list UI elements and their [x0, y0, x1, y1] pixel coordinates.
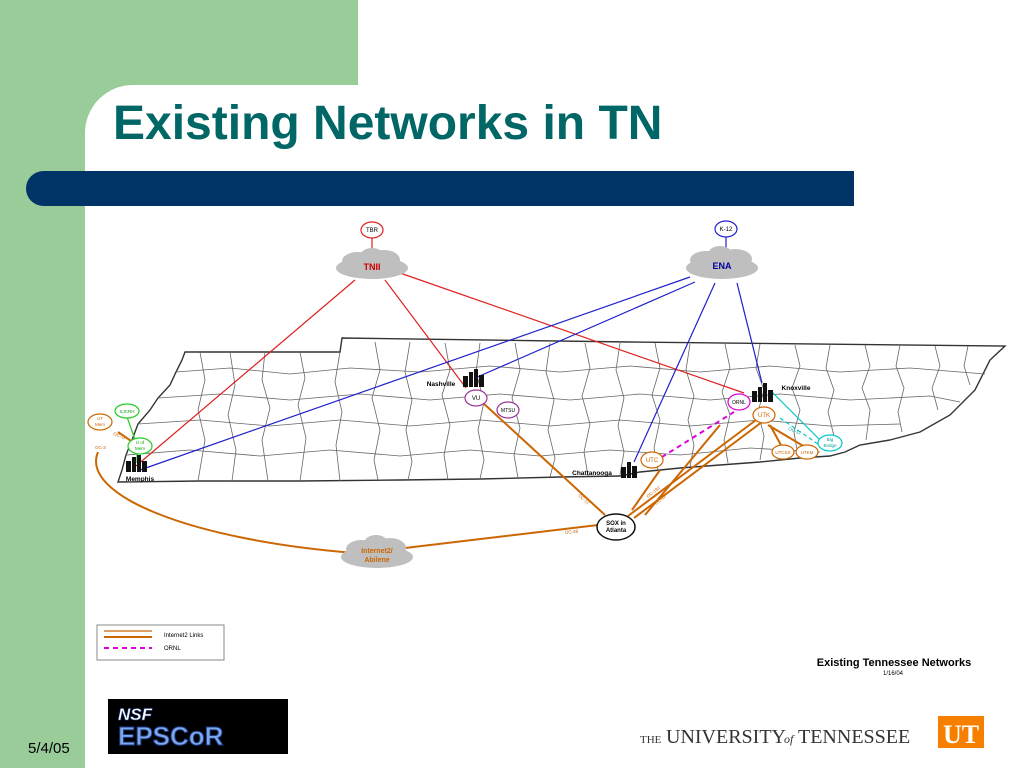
- ut-mark-text: UT: [943, 720, 979, 749]
- oc3-label: OC-3: [95, 445, 106, 450]
- nashville-city-skyline-icon: [463, 369, 484, 387]
- sjcrh-label: SJCRH: [119, 409, 134, 414]
- memphis-city-skyline-icon: [126, 455, 147, 472]
- big-bridge-label-2: Bridge: [823, 443, 837, 448]
- tbr-node: [360, 221, 384, 239]
- ena-memphis-link: [139, 276, 691, 471]
- sox-node: [596, 513, 636, 541]
- ena-cloud-icon: [686, 246, 758, 279]
- utk-label: UTK: [758, 413, 770, 419]
- internet2-cloud-icon: [341, 535, 413, 568]
- epscor-logo: NSF EPSCoR: [108, 699, 288, 754]
- tnii-ornl-link: [399, 272, 745, 394]
- utkm-node: [795, 444, 819, 460]
- ut-mem-label-2: Mem: [95, 422, 105, 427]
- big-bridge-links: [771, 391, 821, 445]
- epscor-main-text: EPSCoR: [118, 721, 224, 751]
- nashville-label: Nashville: [427, 381, 456, 388]
- slide-date: 5/4/05: [28, 740, 70, 757]
- county-lines: [125, 341, 986, 482]
- u-of-mem-node: [127, 437, 153, 455]
- knoxville-city-skyline-icon: [752, 383, 773, 402]
- legend-box: [96, 624, 225, 661]
- utk-sox-link-3: [644, 424, 721, 516]
- utk-utkm-link: [767, 424, 806, 448]
- utk-utcss-link: [769, 424, 783, 448]
- slide-title: Existing Networks in TN: [113, 97, 663, 150]
- ena-label: ENA: [712, 261, 732, 271]
- sox-label-2: Atlanta: [606, 528, 627, 534]
- utk-node: [752, 406, 776, 424]
- ornl-label: ORNL: [732, 400, 746, 406]
- ut-mem-node: [87, 413, 113, 431]
- ut-tennessee-text: TENNESSEE: [798, 726, 910, 748]
- tnii-label: TNII: [364, 262, 381, 272]
- utk-sox-link-1: [627, 419, 757, 517]
- knoxville-label: Knoxville: [782, 385, 811, 392]
- tnii-vu-link: [384, 279, 467, 389]
- sox-label-1: SOX in: [606, 521, 626, 527]
- u-of-mem-label-1: U of: [136, 440, 145, 445]
- ut-mem-label-1: UT: [97, 416, 103, 421]
- ut-the-text: THE: [640, 734, 662, 746]
- utkm-label: UTKM: [801, 450, 814, 455]
- big-bridge-label-1: Big: [827, 437, 834, 442]
- vu-label: VU: [472, 396, 480, 402]
- ena-links: [139, 237, 763, 471]
- ena-nashville-link: [474, 281, 696, 379]
- memphis-label: Memphis: [126, 476, 155, 483]
- ena-knoxville-link: [736, 282, 763, 384]
- utc-label: UTC: [646, 458, 659, 464]
- tnii-links: [135, 238, 745, 467]
- chattanooga-city-skyline-icon: [621, 462, 637, 478]
- memphis-internet2-link: [95, 451, 356, 554]
- k12-label: K-12: [720, 227, 733, 233]
- big-bridge-node: [817, 434, 843, 452]
- ena-chattanooga-link: [633, 282, 716, 463]
- tbr-label: TBR: [366, 228, 379, 234]
- epscor-nsf-text: NSF: [118, 705, 153, 724]
- oc12-vu-label: OC-12: [577, 493, 591, 506]
- tennessee-outline: [117, 337, 1007, 483]
- ut-university-text: UNIVERSITY: [666, 726, 786, 748]
- sjcrh-node: [114, 403, 140, 419]
- mtsu-label: MTSU: [501, 408, 516, 414]
- tnii-cloud-icon: [336, 248, 408, 279]
- chattanooga-label: Chattanooga: [572, 470, 612, 477]
- utcss-label: UTCSS: [775, 450, 790, 455]
- vu-node: [464, 389, 488, 407]
- ut-of-text: of: [784, 732, 795, 746]
- internet2-links: [95, 401, 806, 554]
- u-of-mem-label-2: Mem: [135, 446, 145, 451]
- university-of-tennessee-logo: THE UNIVERSITY of TENNESSEE UT: [640, 716, 984, 749]
- oc48-label: OC-48: [565, 529, 579, 535]
- diagram-caption-title: Existing Tennessee Networks: [817, 657, 971, 669]
- vu-sox-link: [481, 401, 606, 516]
- tennessee-network-map: TBR TNII K-12 ENA Nashville VU MTSU Knox…: [87, 220, 1007, 677]
- internet2-sox-link: [404, 524, 599, 549]
- oc12-ut-label: OC-12: [113, 431, 128, 440]
- title-underline-bar: [26, 171, 854, 206]
- utcss-node: [771, 444, 795, 460]
- ornl-node: [727, 393, 751, 411]
- legend-internet2-label: Internet2 Links: [164, 633, 203, 639]
- mtsu-node: [496, 401, 520, 419]
- ut-mark-background: [938, 716, 984, 748]
- oc12-big-label: OC-12: [788, 426, 803, 435]
- utc-node: [640, 451, 664, 469]
- ornl-dashed-link: [653, 411, 735, 463]
- legend-ornl-label: ORNL: [164, 646, 181, 652]
- internet2-label-1: Internet2/: [361, 548, 393, 555]
- diagram-caption-date: 1/16/04: [883, 671, 904, 677]
- internet2-label-2: Abilene: [364, 557, 389, 564]
- k12-node: [714, 220, 738, 238]
- utc-sox-link: [631, 469, 661, 511]
- tnii-memphis-link: [135, 279, 356, 467]
